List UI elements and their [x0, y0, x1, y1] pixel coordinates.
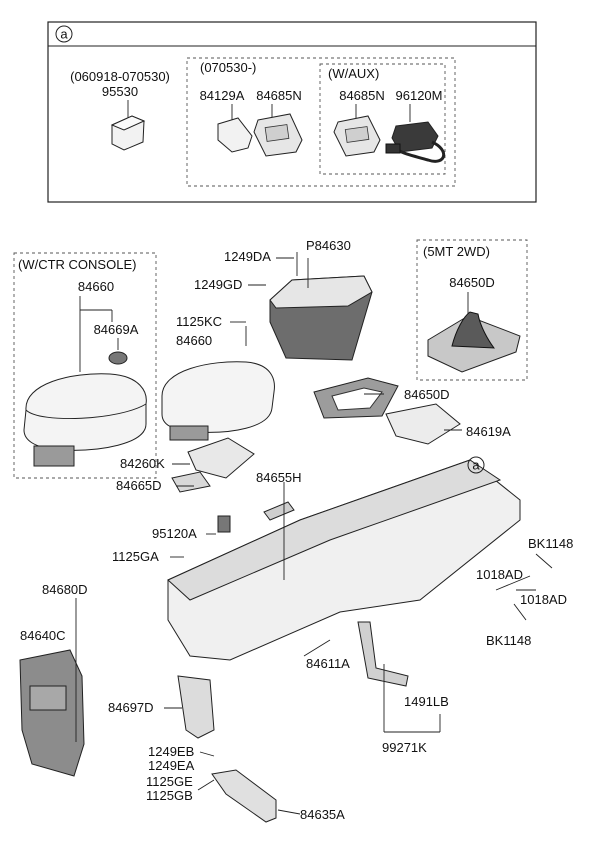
part-label-95530: 95530: [102, 84, 138, 99]
part-label-84660-a: 84660: [78, 279, 114, 294]
inset-border: [47, 21, 537, 203]
part-label-99271K: 99271K: [382, 740, 427, 755]
tray-84665D: [171, 471, 211, 493]
bracket-84697D: [177, 675, 215, 739]
bracket-84635A: [211, 769, 277, 823]
part-label-84655H: 84655H: [256, 470, 302, 485]
armrest-84660-b: [161, 361, 275, 441]
part-label-1125GE: 1125GE: [146, 774, 193, 789]
ctr-console-title: (W/CTR CONSOLE): [18, 257, 136, 272]
mat-84260K: [187, 437, 255, 479]
mat-84619A: [385, 403, 461, 445]
part-label-BK1148-b: BK1148: [486, 633, 531, 648]
part-label-1125GB: 1125GB: [146, 788, 193, 803]
part-label-84685N-a: 84685N: [256, 88, 302, 103]
clip-84655H: [263, 501, 295, 521]
group3-dashed-box: [319, 63, 446, 175]
part-label-1491LB: 1491LB: [404, 694, 449, 709]
inset-panel: a (060918-070530) 95530 (070530-) 84129A…: [47, 21, 537, 203]
part-label-84680D: 84680D: [42, 582, 88, 597]
part-label-1018AD-a: 1018AD: [476, 567, 523, 582]
part-label-1249EB: 1249EB: [148, 744, 194, 759]
aux-jack-96120M: [385, 121, 445, 163]
group2-dashed-box: [186, 57, 456, 187]
part-label-84611A: 84611A: [306, 656, 350, 671]
cap-84669A: [108, 351, 128, 365]
part-label-84669A: 84669A: [94, 322, 139, 337]
part-label-1125KC: 1125KC: [176, 314, 222, 329]
part-label-1249DA: 1249DA: [224, 249, 271, 264]
shift-bezel-84650D: [313, 377, 399, 419]
part-label-84685N-b: 84685N: [339, 88, 385, 103]
bezel-84685N-b: [333, 115, 381, 157]
group3-title: (W/AUX): [328, 66, 379, 81]
mt-dashed-box: [416, 239, 528, 381]
bezel-84685N-a: [253, 113, 303, 157]
console-body-84611A: [167, 459, 521, 661]
part-label-84640C: 84640C: [20, 628, 66, 643]
group2-date-range: (070530-): [200, 60, 256, 75]
part-label-BK1148-a: BK1148: [528, 536, 573, 551]
mt-title: (5MT 2WD): [423, 244, 490, 259]
inset-marker-circle: [55, 25, 73, 43]
part-label-1249GD: 1249GD: [194, 277, 242, 292]
part-label-95120A: 95120A: [152, 526, 197, 541]
part-label-84665D: 84665D: [116, 478, 162, 493]
part-label-84619A: 84619A: [466, 424, 511, 439]
socket-95120A: [217, 515, 231, 533]
main-leader-lines: [75, 252, 553, 815]
part-label-84635A: 84635A: [300, 807, 345, 822]
part-label-84697D: 84697D: [108, 700, 154, 715]
aux-plug-95530: [110, 115, 146, 151]
group1-date-range: (060918-070530): [70, 69, 170, 84]
part-label-84650D-b: 84650D: [404, 387, 450, 402]
ref-marker-label: a: [472, 458, 480, 473]
part-label-1125GA: 1125GA: [112, 549, 159, 564]
part-label-84660-b: 84660: [176, 333, 212, 348]
storage-box-P84630: [269, 275, 373, 361]
ref-marker-circle: [467, 456, 485, 474]
part-label-P84630: P84630: [306, 238, 351, 253]
part-label-84260K: 84260K: [120, 456, 165, 471]
part-label-96120M: 96120M: [396, 88, 443, 103]
part-label-1018AD-b: 1018AD: [520, 592, 567, 607]
panel-84680D: [19, 649, 85, 777]
ctr-console-dashed-box: [13, 252, 157, 479]
bracket-99271K: [357, 621, 409, 687]
ctr-console-group: (W/CTR CONSOLE) 84660 84669A: [13, 252, 157, 479]
part-label-84650D-a: 84650D: [449, 275, 495, 290]
part-label-84129A: 84129A: [200, 88, 245, 103]
inset-marker-label: a: [60, 27, 68, 42]
armrest-ctr: [23, 373, 147, 467]
part-label-1249EA: 1249EA: [148, 758, 195, 773]
shift-boot-84650D: [427, 311, 521, 373]
blank-cover-84129A: [217, 117, 253, 153]
mt-group: (5MT 2WD) 84650D: [416, 239, 528, 381]
